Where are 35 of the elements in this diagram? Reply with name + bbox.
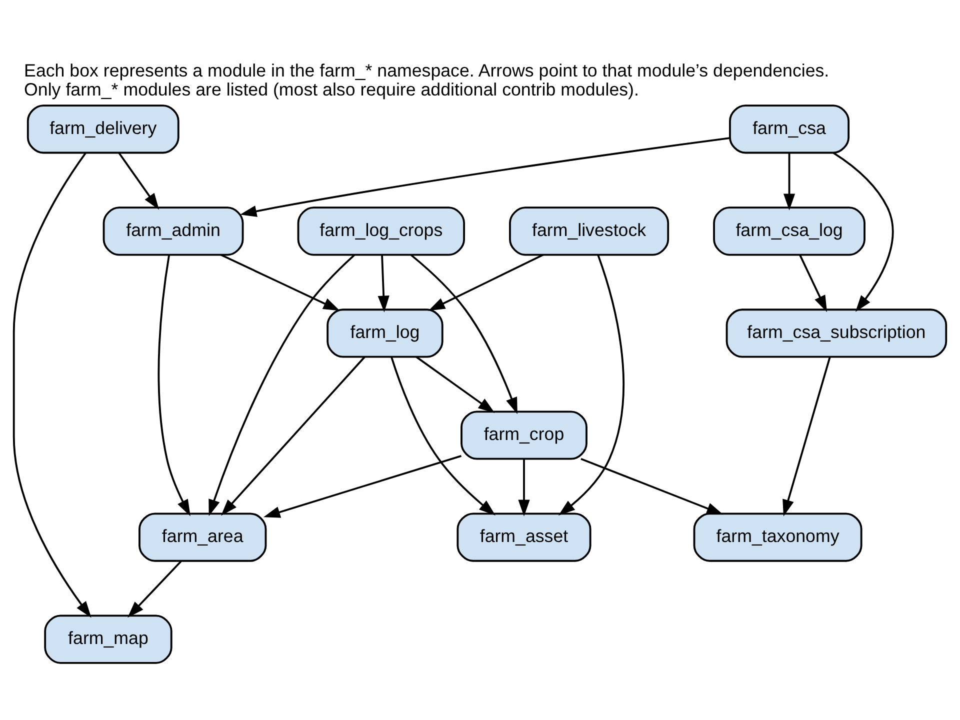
arrow: [428, 254, 544, 311]
node-box: farm_delivery: [26, 104, 180, 154]
arrow: [158, 254, 190, 516]
arrow: [410, 254, 518, 414]
arrow: [240, 137, 730, 217]
node-box: farm_log: [326, 308, 444, 358]
arrow: [580, 458, 724, 515]
arrow: [220, 254, 340, 311]
node-box: farm_livestock: [509, 206, 670, 256]
arrow: [799, 254, 828, 312]
arrow: [128, 560, 182, 618]
diagram-title: Each box represents a module in the farm_* namespace. Arrows point to that module’s dependencies. Only farm_* modules are listed (most also require additional contrib modules).: [24, 60, 830, 100]
node-box: farm_log_crops: [297, 206, 466, 256]
node-box: farm_taxonomy: [693, 512, 862, 562]
arrow: [12, 152, 92, 618]
arrow: [208, 254, 356, 516]
arrow: [558, 254, 624, 516]
arrow: [416, 356, 495, 414]
arrow: [782, 356, 831, 516]
arrow: [264, 455, 462, 518]
arrow: [118, 152, 160, 210]
node-box: farm_area: [138, 512, 267, 562]
arrow: [390, 356, 496, 516]
node-box: farm_crop: [460, 410, 588, 460]
node-box: farm_csa: [729, 104, 850, 154]
node-box: farm_csa_log: [713, 206, 866, 256]
node-box: farm_map: [44, 614, 172, 664]
arrow: [783, 153, 796, 210]
node-box: farm_admin: [102, 206, 244, 256]
arrow: [220, 356, 366, 516]
arrow: [832, 152, 894, 312]
node-box: farm_asset: [456, 512, 592, 562]
node-box: farm_csa_subscription: [726, 308, 948, 358]
arrow: [518, 459, 530, 516]
arrow: [378, 255, 390, 312]
